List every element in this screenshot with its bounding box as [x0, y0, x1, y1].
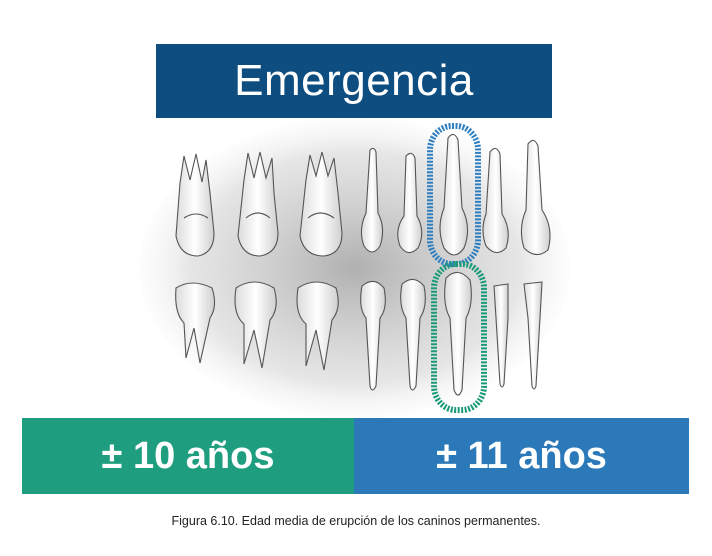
upper-premolar-1	[360, 147, 384, 253]
lower-canine-age-bar: ± 10 años	[22, 418, 354, 494]
upper-canine-age-bar: ± 11 años	[354, 418, 689, 494]
lower-incisor-central	[523, 281, 543, 390]
lower-molar-3	[296, 281, 339, 371]
upper-canine-highlight	[427, 123, 481, 267]
upper-canine	[439, 133, 469, 256]
illustration-shadow	[140, 118, 570, 418]
upper-incisor-central	[520, 139, 551, 256]
lower-teeth-row	[175, 271, 543, 396]
lower-molar-1	[175, 282, 216, 364]
lower-canine	[444, 271, 472, 396]
title-banner: Emergencia	[156, 44, 552, 118]
lower-molar-2	[234, 281, 277, 369]
lower-canine-age-label: ± 10 años	[101, 434, 275, 477]
upper-molar-2	[237, 151, 279, 257]
lower-incisor-lateral	[493, 283, 509, 388]
lower-canine-highlight	[431, 261, 487, 413]
page-title: Emergencia	[234, 56, 474, 105]
upper-molar-1	[175, 153, 215, 257]
upper-canine-age-label: ± 11 años	[436, 434, 607, 477]
lower-premolar-2	[400, 278, 426, 391]
upper-premolar-2	[397, 152, 423, 254]
upper-teeth-row	[175, 133, 551, 257]
lower-premolar-1	[360, 280, 386, 391]
teeth-illustration	[140, 118, 570, 418]
upper-molar-3	[299, 151, 343, 257]
figure-caption: Figura 6.10. Edad media de erupción de l…	[171, 514, 541, 528]
upper-incisor-lateral	[482, 147, 509, 254]
